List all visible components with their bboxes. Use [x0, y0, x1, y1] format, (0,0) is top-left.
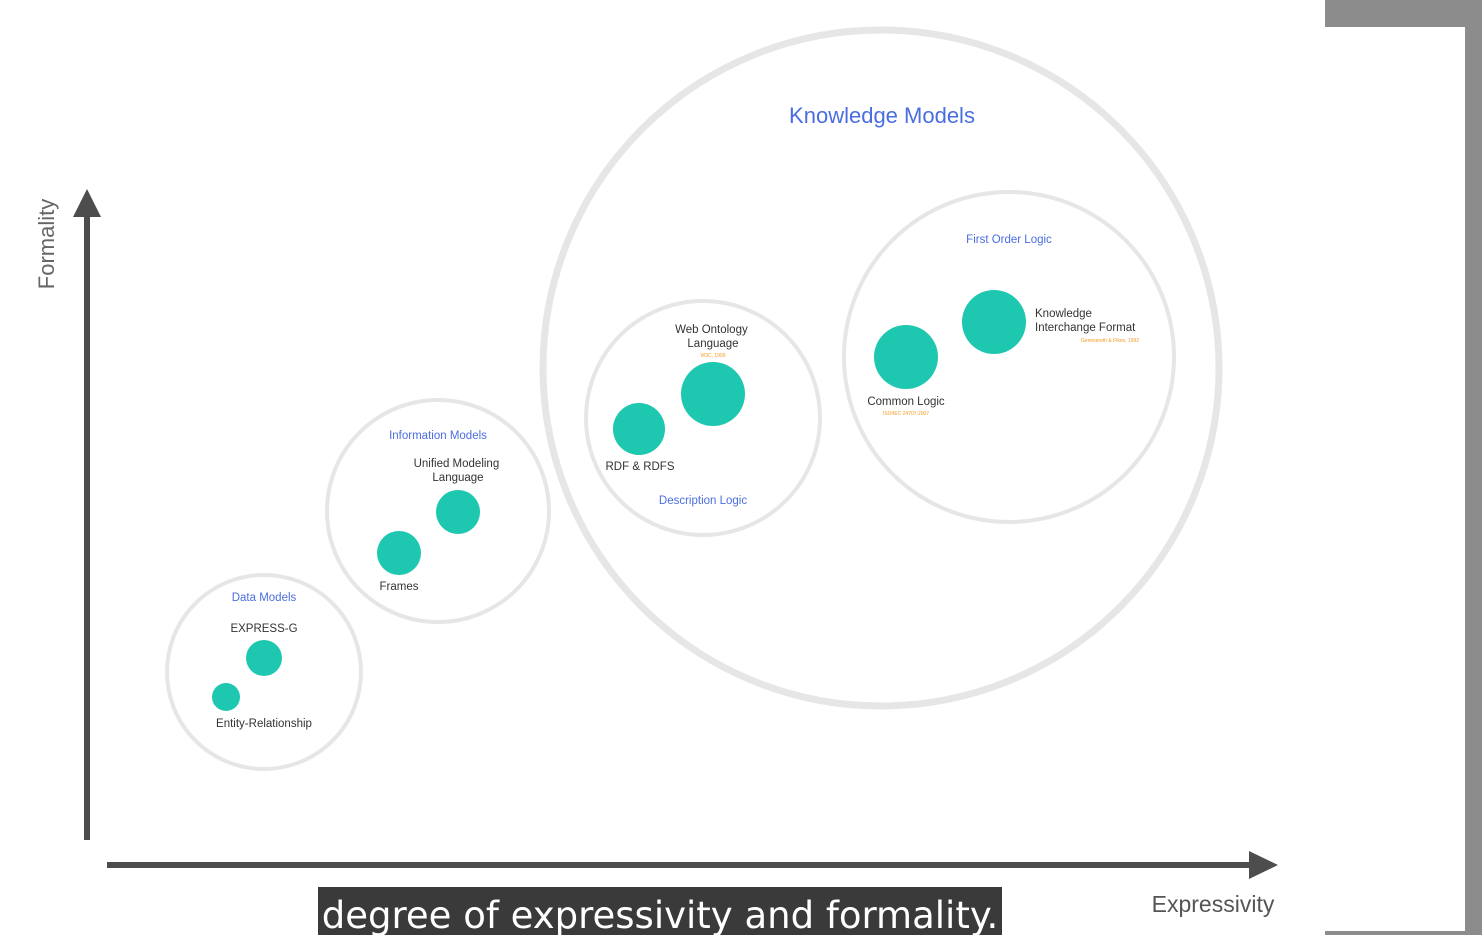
uml-node	[436, 490, 480, 534]
entity-relationship-node	[212, 683, 240, 711]
common-logic-note: ISO/IEC 24707:2007	[883, 411, 929, 417]
owl-label-line-2: Language	[687, 338, 738, 350]
x-axis-label: Expressivity	[1152, 891, 1275, 917]
frames-label: Frames	[380, 581, 419, 593]
description-logic-title: Description Logic	[659, 495, 747, 507]
rdf-label: RDF & RDFS	[606, 461, 675, 473]
express-g-node	[246, 640, 282, 676]
window-frame-top	[1325, 0, 1482, 27]
uml-label: Unified Modeling Language	[414, 458, 503, 484]
kif-label: Knowledge Interchange Format	[1035, 308, 1136, 334]
uml-label-line-1: Unified Modeling	[414, 458, 500, 470]
first-order-logic-title: First Order Logic	[966, 234, 1052, 246]
information-models-circle	[325, 398, 551, 624]
first-order-logic-circle	[842, 190, 1176, 524]
entity-relationship-label: Entity-Relationship	[216, 718, 312, 730]
common-logic-node	[874, 325, 938, 389]
owl-node	[681, 362, 745, 426]
rdf-node	[613, 403, 665, 455]
common-logic-label: Common Logic	[867, 396, 945, 408]
x-axis-arrowhead	[1249, 851, 1278, 879]
owl-note: W3C, 1999	[700, 353, 725, 359]
window-frame-right	[1465, 0, 1482, 935]
y-axis-arrowhead	[73, 189, 101, 217]
express-g-label: EXPRESS-G	[230, 623, 297, 635]
knowledge-models-title: Knowledge Models	[789, 103, 975, 128]
uml-label-line-2: Language	[432, 472, 483, 484]
kif-label-line-2: Interchange Format	[1035, 322, 1136, 334]
kif-node	[962, 290, 1026, 354]
knowledge-models-circle	[539, 26, 1223, 710]
subtitle-caption: degree of expressivity and formality.	[318, 887, 1002, 935]
owl-label-line-1: Web Ontology	[675, 324, 748, 336]
frames-node	[377, 531, 421, 575]
data-models-title: Data Models	[232, 592, 297, 604]
kif-note: Genesereth & Fikes, 1992	[1081, 338, 1139, 344]
window-frame-bottom	[1325, 931, 1482, 935]
owl-label: Web Ontology Language	[675, 324, 751, 350]
information-models-title: Information Models	[389, 430, 487, 442]
kif-label-line-1: Knowledge	[1035, 308, 1092, 320]
description-logic-circle	[584, 299, 822, 537]
data-models-circle	[165, 573, 363, 771]
y-axis-label: Formality	[34, 199, 59, 289]
